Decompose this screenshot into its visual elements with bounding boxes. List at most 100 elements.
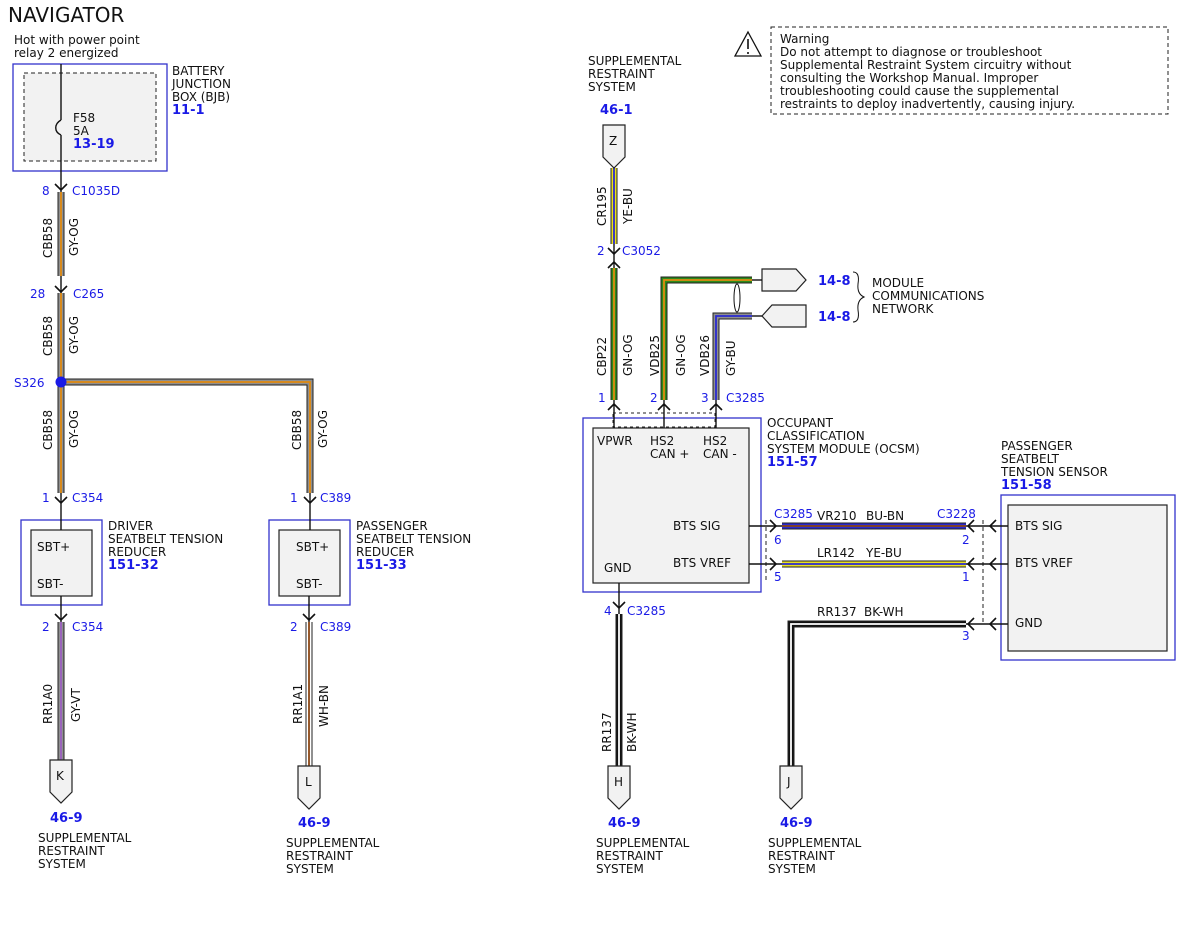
offpage-k-name-2: RESTRAINT <box>38 844 105 858</box>
srs-top-name-3: SYSTEM <box>588 80 636 94</box>
ocsm-module <box>582 417 762 593</box>
offpage-z-letter: Z <box>609 134 617 148</box>
diagram-title: NAVIGATOR <box>8 3 125 27</box>
offpage-k-ref: 46-9 <box>50 811 83 826</box>
arrow-c3285-6 <box>769 519 778 533</box>
driver-reducer-name-1: DRIVER <box>108 519 153 533</box>
wire-vdb26 <box>712 312 752 400</box>
offpage-h-ref: 46-9 <box>608 816 641 831</box>
offpage-j-name-3: SYSTEM <box>768 862 816 876</box>
passenger-reducer-name-2: SEATBELT TENSION <box>356 532 471 546</box>
cbp22-color: GN-OG <box>621 334 635 376</box>
splice-s326-label: S326 <box>14 376 45 390</box>
rr1a1-circuit: RR1A1 <box>291 684 305 724</box>
passenger-seatbelt-reducer <box>268 519 351 606</box>
arrow-c3052 <box>607 247 621 256</box>
offpage-j-letter: J <box>786 775 791 789</box>
passenger-reducer-name-1: PASSENGER <box>356 519 428 533</box>
c3285-top-pin-3: 3 <box>701 391 709 405</box>
wire-vdb25 <box>660 276 752 400</box>
rr137-h-color: BK-WH <box>864 605 904 619</box>
passenger-sbt-minus: SBT- <box>296 577 322 591</box>
arrow-c3285-5 <box>769 557 778 571</box>
srs-top-name-2: RESTRAINT <box>588 67 655 81</box>
ocsm-bts-vref: BTS VREF <box>673 556 731 570</box>
driver-seatbelt-reducer <box>20 519 103 606</box>
rr137-v-color: BK-WH <box>625 712 639 752</box>
cbb58-2-color: GY-OG <box>67 316 81 354</box>
arrow-c3285-4 <box>612 601 626 610</box>
ocsm-hs2m-2: CAN - <box>703 447 737 461</box>
warning-line-4: troubleshooting could cause the suppleme… <box>780 84 1059 98</box>
bjb-ref: 11-1 <box>172 103 205 118</box>
arrow-c3228-1 <box>966 557 975 571</box>
cbb58-4-color: GY-OG <box>316 410 330 448</box>
cbb58-2-circuit: CBB58 <box>41 316 55 356</box>
rr1a1-color: WH-BN <box>317 685 331 727</box>
twisted-pair-marker <box>733 283 741 313</box>
sensor-name-1: PASSENGER <box>1001 439 1073 453</box>
rr1a0-color: GY-VT <box>69 688 83 722</box>
c3228-pin-1: 1 <box>962 570 970 584</box>
sensor-gnd: GND <box>1015 616 1043 630</box>
offpage-j-ref: 46-9 <box>780 816 813 831</box>
arrow-c265 <box>54 285 68 294</box>
warning-line-5: restraints to deploy inadvertently, caus… <box>780 97 1075 111</box>
offpage-k-name-1: SUPPLEMENTAL <box>38 831 132 845</box>
wire-rr137-h <box>787 620 966 766</box>
c3228-name: C3228 <box>937 507 976 521</box>
offpage-z-connector <box>602 124 626 169</box>
c354-bottom-pin: 2 <box>42 620 50 634</box>
offpage-l-name-2: RESTRAINT <box>286 849 353 863</box>
cbb58-3-color: GY-OG <box>67 410 81 448</box>
wire-cbb58-4 <box>61 378 314 493</box>
bjb-name-line1: BATTERY <box>172 64 225 78</box>
c265-name: C265 <box>73 287 104 301</box>
offpage-l-name-3: SYSTEM <box>286 862 334 876</box>
arrow-c354-top <box>54 496 68 505</box>
offpage-j-name-1: SUPPLEMENTAL <box>768 836 862 850</box>
arrow-c3285-1 <box>607 402 621 411</box>
vdb26-color: GY-BU <box>724 340 738 376</box>
rr1a0-circuit: RR1A0 <box>41 684 55 724</box>
sensor-name-2: SEATBELT <box>1001 452 1060 466</box>
offpage-k-letter: K <box>56 769 65 783</box>
passenger-sbt-plus: SBT+ <box>296 540 329 554</box>
offpage-l-letter: L <box>305 775 312 789</box>
rr137-v-circuit: RR137 <box>600 712 614 752</box>
cbb58-3-circuit: CBB58 <box>41 410 55 450</box>
vr210-color: BU-BN <box>866 509 904 523</box>
offpage-l-connector <box>297 765 321 810</box>
driver-reducer-ref: 151-32 <box>108 558 159 573</box>
cbb58-1-color: GY-OG <box>67 218 81 256</box>
ocsm-name-3: SYSTEM MODULE (OCSM) <box>767 442 920 456</box>
ocsm-name-1: OCCUPANT <box>767 416 834 430</box>
ocsm-hs2p-1: HS2 <box>650 434 674 448</box>
c3285-top-pin-2: 2 <box>650 391 658 405</box>
rr137-h-circuit: RR137 <box>817 605 857 619</box>
bjb-name-line2: JUNCTION <box>171 77 231 91</box>
offpage-h-name-2: RESTRAINT <box>596 849 663 863</box>
arrow-c389-bottom <box>302 613 316 622</box>
bjb-name-line3: BOX (BJB) <box>172 90 230 104</box>
c389-bottom-name: C389 <box>320 620 351 634</box>
c3285-right-name: C3285 <box>774 507 813 521</box>
arrow-c389-top <box>303 496 317 505</box>
arrow-c3228-3 <box>966 617 975 631</box>
c354-top-name: C354 <box>72 491 103 505</box>
vdb25-circuit: VDB25 <box>648 335 662 376</box>
driver-sbt-plus: SBT+ <box>37 540 70 554</box>
cbb58-4-circuit: CBB58 <box>290 410 304 450</box>
offpage-l-name-1: SUPPLEMENTAL <box>286 836 380 850</box>
vr210-circuit: VR210 <box>817 509 856 523</box>
ocsm-hs2m-1: HS2 <box>703 434 727 448</box>
passenger-reducer-ref: 151-33 <box>356 558 407 573</box>
c3285-top-pin-1: 1 <box>598 391 606 405</box>
offpage-j-connector <box>779 765 803 810</box>
c3285-gnd-pin: 4 <box>604 604 612 618</box>
mcn-name-2: COMMUNICATIONS <box>872 289 984 303</box>
fuse-ref: 13-19 <box>73 137 115 152</box>
power-note-line2: relay 2 energized <box>14 46 118 60</box>
offpage-l-ref: 46-9 <box>298 816 331 831</box>
